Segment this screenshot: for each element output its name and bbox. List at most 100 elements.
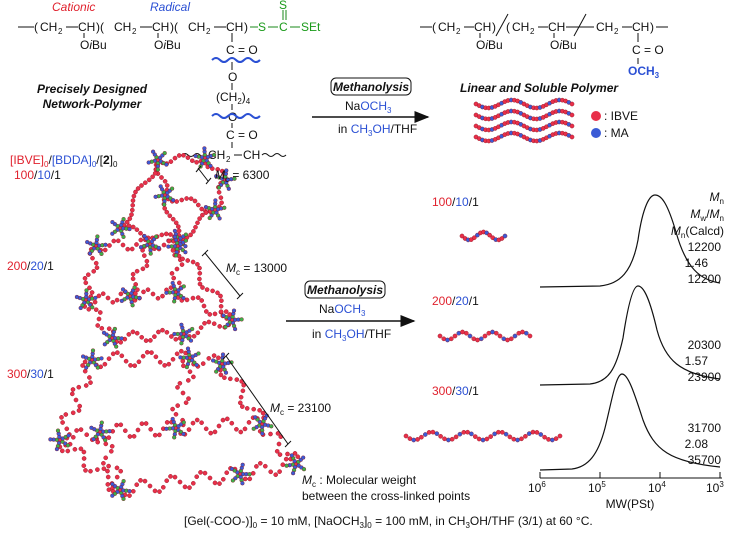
network-polymer-label: Precisely Designed Network-Polymer bbox=[37, 82, 148, 111]
monomer-bead bbox=[202, 146, 207, 151]
linear-polymer-bundle bbox=[473, 97, 575, 144]
monomer-bead bbox=[131, 433, 137, 439]
monomer-bead bbox=[212, 311, 218, 317]
monomer-bead bbox=[118, 468, 123, 474]
monomer-bead bbox=[229, 466, 234, 471]
gpc-mn-3: 31700 bbox=[688, 421, 722, 435]
monomer-bead bbox=[226, 186, 231, 191]
monomer-bead bbox=[212, 480, 218, 486]
monomer-bead bbox=[217, 481, 222, 486]
monomer-bead bbox=[239, 404, 245, 409]
monomer-bead bbox=[134, 227, 140, 232]
monomer-bead bbox=[90, 348, 96, 353]
monomer-bead bbox=[244, 406, 250, 411]
monomer-bead bbox=[84, 365, 89, 370]
monomer-bead bbox=[185, 346, 191, 351]
monomer-bead bbox=[157, 359, 163, 365]
monomer-bead bbox=[214, 369, 219, 374]
monomer-bead bbox=[197, 276, 202, 282]
monomer-bead bbox=[180, 256, 185, 262]
monomer-bead bbox=[180, 358, 186, 364]
monomer-bead bbox=[140, 353, 146, 359]
monomer-bead bbox=[112, 326, 117, 331]
methanolysis-box-mid bbox=[304, 280, 386, 299]
monomer-bead bbox=[204, 287, 210, 292]
monomer-bead bbox=[76, 384, 82, 390]
monomer-bead bbox=[127, 434, 133, 439]
monomer-bead bbox=[130, 224, 136, 230]
monomer-bead bbox=[569, 134, 575, 140]
crosslink-point bbox=[172, 322, 195, 346]
monomer-bead bbox=[476, 436, 482, 442]
monomer-bead bbox=[130, 276, 136, 282]
monomer-bead bbox=[162, 363, 167, 368]
monomer-bead bbox=[164, 162, 169, 167]
monomer-bead bbox=[490, 329, 495, 335]
monomer-bead bbox=[135, 427, 141, 433]
monomer-bead bbox=[223, 370, 229, 375]
ch-unit-1: CH bbox=[78, 20, 95, 34]
crosslink-point bbox=[85, 234, 108, 256]
monomer-bead bbox=[190, 295, 196, 301]
monomer-bead bbox=[493, 330, 499, 336]
monomer-bead bbox=[179, 322, 184, 327]
gpc-tick-1e3: 103 bbox=[706, 480, 724, 495]
monomer-bead bbox=[107, 243, 112, 248]
monomer-bead bbox=[169, 334, 174, 339]
monomer-bead bbox=[78, 305, 83, 311]
monomer-bead bbox=[155, 167, 160, 172]
monomer-bead bbox=[48, 437, 53, 442]
monomer-bead bbox=[219, 298, 224, 304]
monomer-bead bbox=[257, 460, 263, 466]
monomer-bead bbox=[546, 437, 551, 442]
crosslink-point bbox=[164, 416, 186, 440]
monomer-bead bbox=[146, 177, 152, 183]
monomer-bead bbox=[184, 196, 189, 201]
monomer-bead bbox=[220, 417, 226, 423]
monomer-bead bbox=[277, 469, 282, 474]
monomer-bead bbox=[415, 437, 420, 442]
monomer-bead bbox=[198, 470, 203, 475]
monomer-bead bbox=[550, 437, 555, 443]
monomer-bead bbox=[195, 295, 201, 300]
monomer-bead bbox=[189, 158, 195, 163]
monomer-bead bbox=[530, 429, 536, 435]
subscript: 2 bbox=[226, 155, 231, 164]
monomer-bead bbox=[102, 342, 107, 347]
monomer-bead bbox=[190, 420, 196, 426]
monomer-bead bbox=[95, 467, 100, 472]
gpc-pdi-header: Mw/Mn bbox=[690, 207, 724, 223]
monomer-bead bbox=[156, 329, 161, 335]
monomer-bead bbox=[153, 354, 159, 360]
monomer-bead bbox=[99, 251, 104, 256]
monomer-bead bbox=[86, 272, 91, 278]
monomer-bead bbox=[139, 183, 144, 188]
monomer-bead bbox=[181, 420, 186, 425]
monomer-bead bbox=[159, 232, 165, 238]
subscript: 2 bbox=[614, 27, 619, 36]
monomer-bead bbox=[499, 236, 505, 241]
monomer-bead bbox=[167, 213, 173, 219]
monomer-bead bbox=[103, 242, 108, 247]
monomer-bead bbox=[194, 159, 199, 165]
monomer-bead bbox=[152, 170, 158, 176]
gpc-trace-3 bbox=[539, 373, 721, 471]
monomer-bead bbox=[218, 309, 224, 315]
monomer-bead bbox=[90, 305, 95, 310]
gpc-pdi-1: 1.46 bbox=[685, 256, 709, 270]
monomer-bead bbox=[93, 307, 99, 313]
monomer-bead bbox=[168, 232, 173, 237]
monomer-bead bbox=[242, 476, 248, 482]
monomer-bead bbox=[91, 268, 96, 274]
monomer-bead bbox=[569, 101, 575, 107]
monomer-bead bbox=[106, 326, 112, 332]
monomer-bead bbox=[301, 455, 306, 460]
ibve-legend-label: : IBVE bbox=[604, 109, 638, 123]
product-ratio-3: 300/30/1 bbox=[432, 384, 479, 398]
product-c-eq-o: C = O bbox=[632, 43, 664, 57]
monomer-bead bbox=[158, 184, 163, 189]
monomer-bead bbox=[162, 151, 167, 156]
monomer-bead bbox=[134, 242, 139, 247]
monomer-bead bbox=[65, 443, 70, 448]
product-ch: CH bbox=[632, 20, 649, 34]
